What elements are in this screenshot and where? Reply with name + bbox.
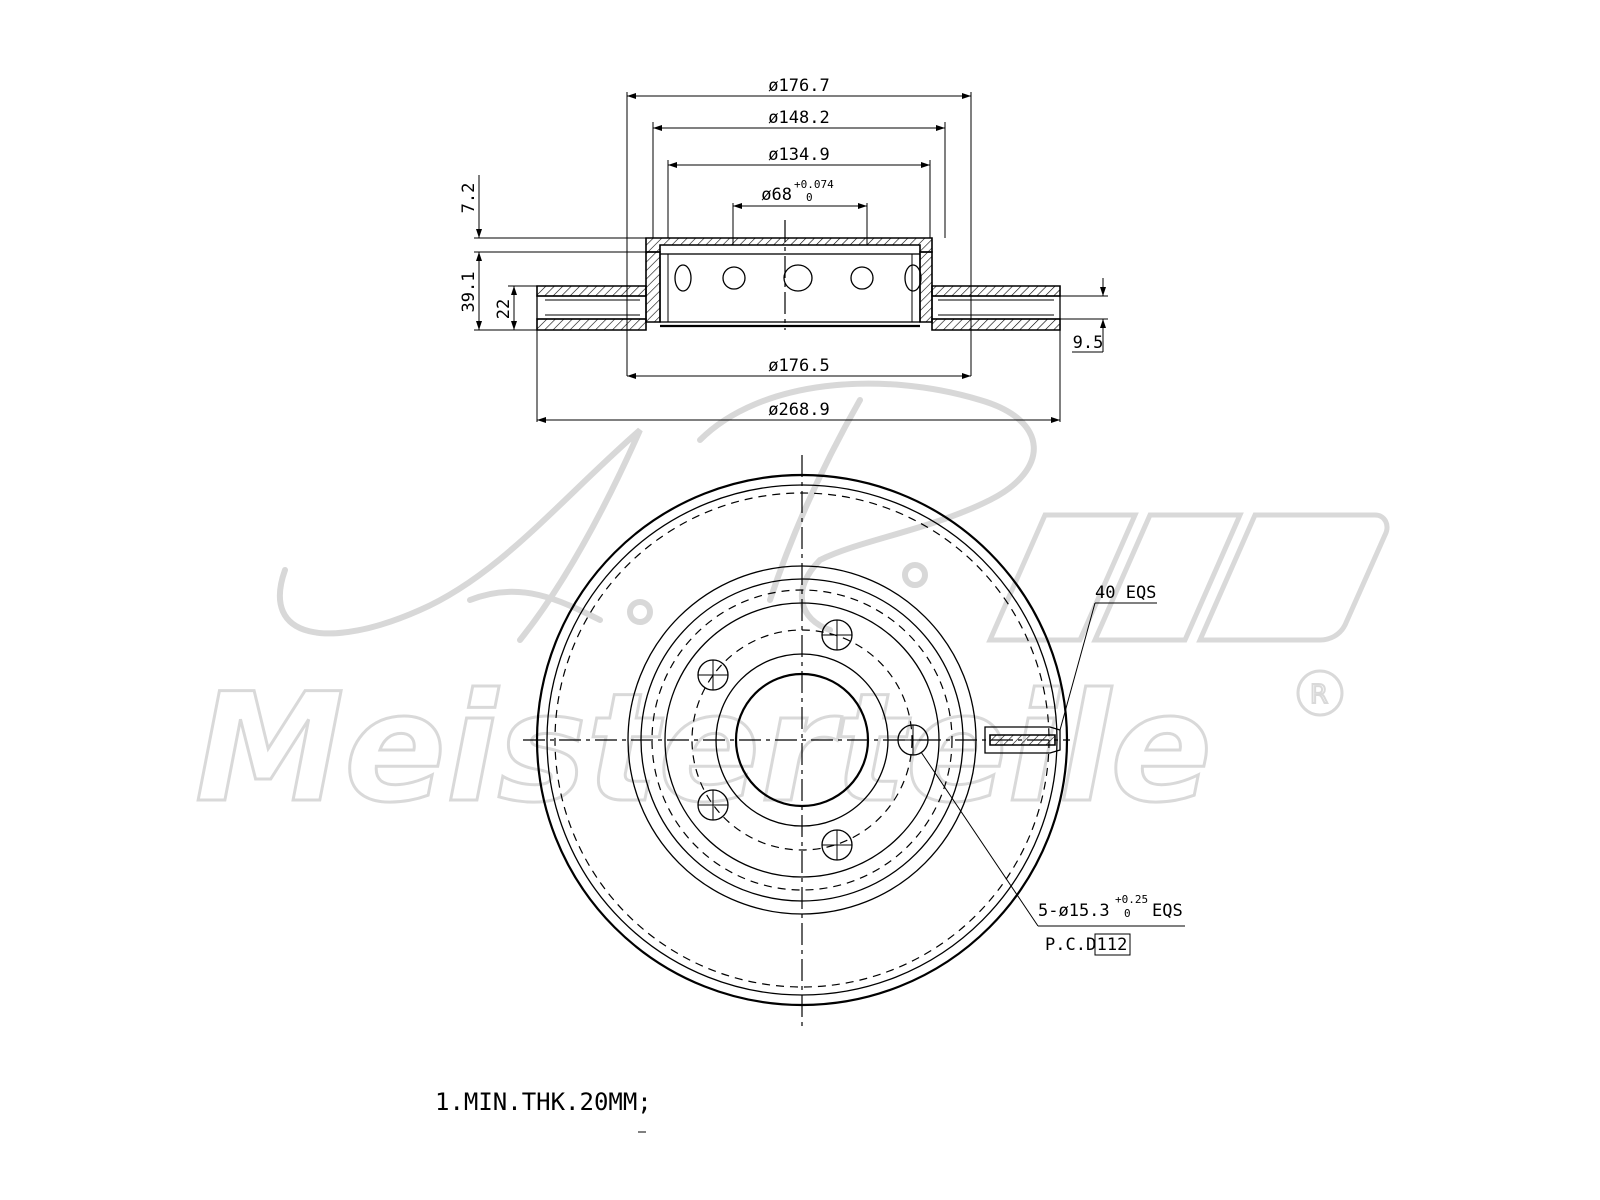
callout-pcd-value: 112 xyxy=(1097,935,1128,955)
callout-pcd-label: P.C.D xyxy=(1045,935,1096,955)
hub-ring xyxy=(715,653,889,827)
hat-inner-ring xyxy=(664,602,940,878)
hat-wall-left xyxy=(645,251,661,323)
disc-right-upper xyxy=(931,285,1061,297)
callout-bolt-tol-upper: +0.25 xyxy=(1115,893,1148,906)
front-view: 40 EQS 5-ø15.3 +0.25 0 EQS P.C.D 112 xyxy=(523,455,1185,1030)
dim-bore: ø68 xyxy=(761,185,792,205)
watermark-registered-circle xyxy=(1296,669,1344,717)
section-holes xyxy=(674,264,922,292)
dim-outer: ø268.9 xyxy=(768,400,829,420)
hat-outer xyxy=(640,578,964,902)
dim-hat: ø176.5 xyxy=(768,356,829,376)
dim-top-second: ø148.2 xyxy=(768,108,829,128)
dim-vent-height: 9.5 xyxy=(1073,333,1104,353)
callout-bolt-suffix: EQS xyxy=(1152,901,1183,921)
dim-top-outer: ø176.7 xyxy=(768,76,829,96)
disc-outer-edge xyxy=(535,473,1069,1007)
disc-left-lower xyxy=(536,318,647,331)
center-bore xyxy=(734,672,870,808)
hat-wall-right xyxy=(919,251,933,323)
watermark: Meisterteile R xyxy=(194,380,1390,838)
dim-flange-height: 7.2 xyxy=(459,183,479,214)
disc-outer-inner-edge xyxy=(546,484,1058,996)
section-view: ø176.7 ø148.2 ø134.9 ø68 +0.074 0 ø176.5… xyxy=(459,76,1108,423)
bolt-hole xyxy=(821,619,853,651)
watermark-registered-mark: R xyxy=(1310,680,1328,710)
callout-bolt-tol-lower: 0 xyxy=(1124,907,1131,920)
callout-bolt-holes: 5-ø15.3 xyxy=(1038,901,1110,921)
watermark-script-mark xyxy=(276,380,1037,643)
dim-total-height: 39.1 xyxy=(459,272,479,313)
pcd-box xyxy=(1094,933,1131,956)
dim-bore-tol-upper: +0.074 xyxy=(794,178,834,191)
bolt-hole xyxy=(821,829,853,861)
notes: 1.MIN.THK.20MM; xyxy=(435,1088,652,1133)
disc-left-upper xyxy=(536,285,647,297)
vent-tab xyxy=(984,726,1061,754)
vent-tab-section xyxy=(989,734,1056,746)
dim-top-third: ø134.9 xyxy=(768,145,829,165)
hat-vent-ring xyxy=(651,589,953,891)
bolt-hole xyxy=(697,659,729,691)
dim-bore-tol-lower: 0 xyxy=(806,191,813,204)
hat-top-flange xyxy=(645,237,933,253)
dim-disc-height: 22 xyxy=(494,299,514,319)
callout-vent-count: 40 EQS xyxy=(1095,583,1156,603)
disc-right-lower xyxy=(931,318,1061,331)
bolt-hole xyxy=(897,724,929,756)
bolt-holes xyxy=(697,619,929,861)
friction-inner-edge xyxy=(627,565,977,915)
hat-inner xyxy=(659,253,921,323)
note-min-thickness: 1.MIN.THK.20MM; xyxy=(435,1088,652,1116)
bolt-hole xyxy=(697,789,729,821)
watermark-stripes xyxy=(986,512,1390,643)
